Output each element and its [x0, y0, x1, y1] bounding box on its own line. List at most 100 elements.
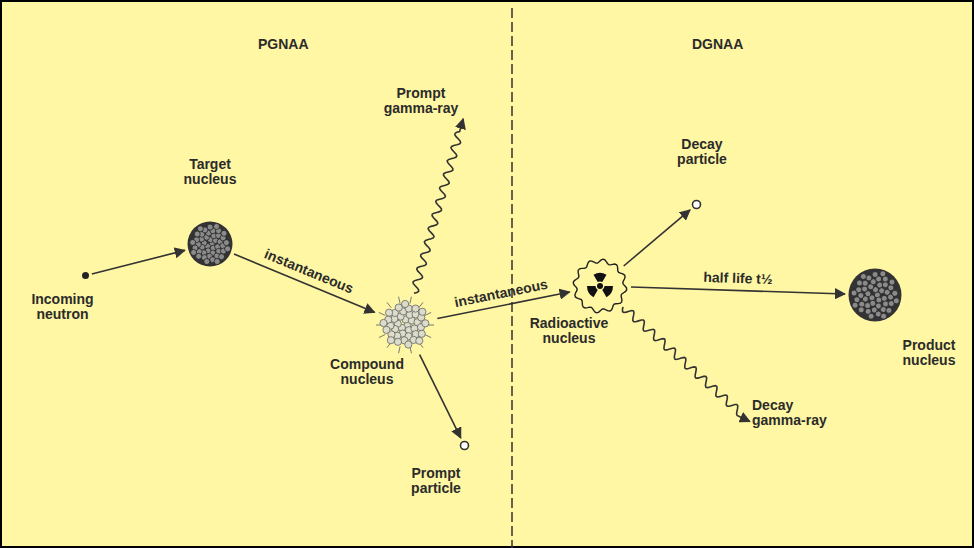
- section-heading: DGNAA: [692, 36, 743, 52]
- neutron-dot-shape: [82, 272, 89, 279]
- node-label: Compound nucleus: [327, 357, 407, 387]
- nucleon: [416, 337, 423, 344]
- nucleon: [214, 259, 220, 265]
- trefoil-blade: [587, 286, 598, 297]
- nucleon: [860, 274, 866, 280]
- nucleon: [868, 313, 874, 319]
- nucleon: [892, 290, 898, 296]
- nucleon: [859, 301, 865, 307]
- decay-particle: Decay particle: [691, 199, 702, 210]
- node-label: Radioactive nucleus: [522, 316, 616, 346]
- nucleon: [852, 302, 858, 308]
- nucleon: [854, 297, 860, 303]
- particle-circle: [461, 442, 469, 450]
- node-label: Incoming neutron: [20, 292, 105, 322]
- nucleon: [876, 297, 882, 303]
- nucleon: [194, 231, 200, 237]
- excitation-spike: [410, 297, 412, 304]
- nucleon: [888, 285, 894, 291]
- nucleon: [889, 279, 895, 285]
- node-label: Prompt particle: [401, 466, 471, 496]
- nucleon: [872, 272, 878, 278]
- gamma-ray-arrow: [413, 119, 463, 293]
- nucleon: [851, 290, 857, 296]
- node-label: Product nucleus: [892, 338, 966, 368]
- nucleon: [893, 298, 899, 304]
- nucleon: [418, 330, 425, 337]
- section-heading: PGNAA: [258, 36, 309, 52]
- excitation-spike: [379, 312, 385, 315]
- nucleus-body: [849, 269, 902, 322]
- excitation-spike: [425, 335, 431, 338]
- neutron-dot: [82, 272, 89, 279]
- reaction-arrow: [92, 250, 185, 274]
- radioactive-nucleus-shape: [572, 258, 628, 314]
- excitation-spike: [387, 302, 391, 307]
- trefoil-blade: [594, 273, 607, 282]
- nucleon: [213, 223, 219, 229]
- target-nucleus-shape: [187, 221, 233, 267]
- nucleon: [405, 341, 412, 348]
- neutron-dot: Incoming neutron: [82, 272, 89, 279]
- nucleon: [856, 280, 862, 286]
- nucleon: [204, 259, 210, 265]
- nucleon: [880, 307, 886, 313]
- gamma-label: Decay gamma-ray: [752, 398, 838, 428]
- gamma-ray-arrow: [622, 307, 749, 422]
- nucleus-outline: [573, 259, 626, 313]
- nucleon: [419, 308, 426, 315]
- nucleon: [196, 253, 202, 259]
- nucleon: [881, 313, 887, 319]
- decay-particle-shape: [691, 199, 702, 210]
- nucleon: [380, 319, 387, 326]
- nucleon: [383, 326, 390, 333]
- reaction-arrow: [624, 210, 690, 266]
- excitation-spike: [399, 346, 401, 353]
- nucleon: [221, 230, 227, 236]
- edge-label: half life t½: [704, 268, 774, 286]
- trefoil-blade: [602, 286, 613, 297]
- nucleon: [877, 282, 883, 288]
- reaction-arrow: [631, 287, 845, 294]
- nucleon: [225, 246, 231, 252]
- compound-nucleus-shape: [375, 295, 435, 355]
- nucleon: [223, 240, 229, 246]
- target-nucleus: Target nucleus: [187, 221, 233, 267]
- nucleon: [394, 338, 401, 345]
- nucleon: [880, 271, 886, 277]
- nucleon: [190, 239, 196, 245]
- excitation-spike: [419, 302, 423, 307]
- nucleon: [886, 307, 892, 313]
- nucleon: [862, 280, 868, 286]
- nucleon: [881, 295, 887, 301]
- nucleon: [879, 288, 885, 294]
- nucleon: [219, 254, 225, 260]
- nucleon: [882, 282, 888, 288]
- radioactive-nucleus: Radioactive nucleus: [572, 258, 628, 314]
- reaction-arrow: [420, 355, 461, 438]
- compound-nucleus: Compound nucleus: [375, 295, 435, 355]
- nucleon: [422, 320, 429, 327]
- nucleon: [387, 337, 394, 344]
- nucleon: [858, 307, 864, 313]
- nucleon: [412, 305, 419, 312]
- node-label: Decay particle: [669, 137, 735, 167]
- nucleon: [883, 301, 889, 307]
- nucleon: [197, 226, 203, 232]
- edge-label: instantaneous: [262, 246, 356, 297]
- nucleon: [207, 224, 213, 230]
- nucleon: [385, 309, 392, 316]
- prompt-particle: Prompt particle: [459, 440, 470, 451]
- nucleon: [402, 300, 409, 307]
- node-label: Target nucleus: [175, 157, 245, 187]
- nucleon: [866, 275, 872, 281]
- section-divider: [511, 8, 513, 548]
- nucleon: [865, 303, 871, 309]
- node-label: Decay gamma-ray: [752, 398, 838, 428]
- nucleon: [862, 286, 868, 292]
- node-label: Prompt gamma-ray: [378, 86, 464, 116]
- prompt-particle-shape: [459, 440, 470, 451]
